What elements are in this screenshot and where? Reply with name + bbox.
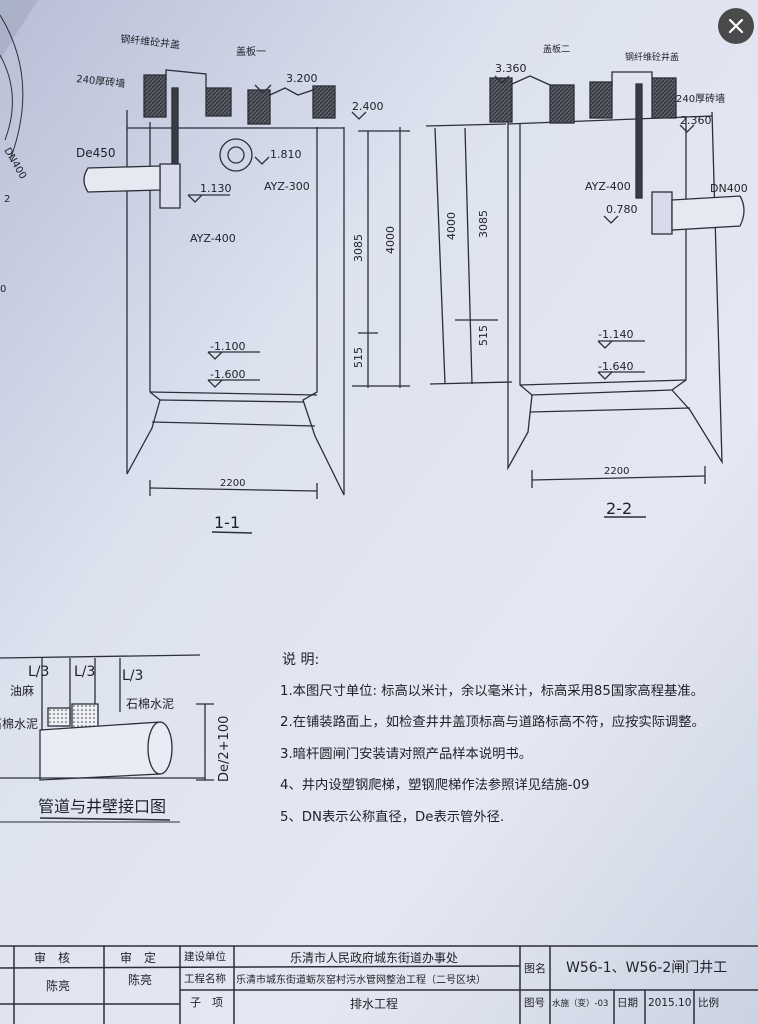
tb-scale-label: 比例 — [698, 996, 719, 1009]
label-pipe-in: De450 — [76, 146, 116, 160]
tb-drawing-name-label: 图名 — [524, 961, 546, 975]
cover-block — [205, 87, 232, 117]
joint-detail — [0, 654, 214, 823]
pipe-dn400 — [671, 195, 745, 231]
cover-block — [143, 74, 167, 118]
left-wall — [126, 110, 161, 475]
cover-block — [489, 77, 513, 123]
tb-drawing-name: W56-1、W56-2闸门井工 — [566, 960, 727, 976]
dim-2200-2: 2200 — [604, 466, 629, 477]
valve-rod — [635, 83, 643, 199]
tb-approve-label: 审 定 — [120, 950, 156, 965]
elev-4: 1.130 — [200, 182, 232, 195]
label-pipe-2: DN400 — [710, 182, 748, 195]
margin-arc — [0, 14, 24, 161]
paper-shadow-left — [0, 0, 38, 60]
note-4: 4、井内设塑钢爬梯，塑钢爬梯作法参照详见结施-09 — [280, 776, 589, 793]
label-plate-1: 盖板一 — [236, 45, 266, 58]
dim-4000: 4000 — [384, 226, 397, 254]
tb-project: 乐清市城东街道蛎灰窑村污水管网整治工程（二号区块） — [236, 973, 486, 986]
tb-date-label: 日期 — [617, 997, 638, 1009]
joint-dim: De/2+100 — [217, 716, 232, 782]
dim-515-2: 515 — [477, 325, 490, 346]
label-valve-2: AYZ-400 — [585, 180, 631, 193]
label-valve-lower: AYZ-400 — [190, 232, 236, 245]
close-button[interactable] — [718, 8, 754, 44]
tb-review-label: 审 核 — [34, 950, 70, 965]
tb-approve-name: 陈亮 — [128, 972, 152, 987]
dim-3085: 3085 — [352, 234, 365, 262]
joint-asbestos-left: 石棉水泥 — [0, 717, 38, 731]
joint-l3-2: L/3 — [74, 664, 95, 680]
section-title-1-1: 1-1 — [214, 513, 240, 532]
label-plate-2: 盖板二 — [543, 43, 570, 55]
elev-1: 3.200 — [286, 72, 318, 85]
margin-arc-2 — [0, 54, 13, 141]
tb-client-label: 建设单位 — [184, 950, 226, 963]
elev-2-5: -1.640 — [598, 360, 633, 373]
title-block-grid — [0, 945, 758, 1024]
margin-0: 0 — [0, 284, 6, 295]
label-cover-2: 钢纤维砼井盖 — [625, 51, 679, 63]
label-wall-2: 240厚砖墙 — [676, 92, 725, 105]
tb-client: 乐清市人民政府城东街道办事处 — [290, 950, 458, 965]
joint-title: 管道与井壁接口图 — [38, 797, 166, 816]
cover-block — [312, 85, 336, 119]
elev-3: 1.810 — [270, 148, 302, 161]
cover-block — [549, 84, 575, 124]
section-1-1 — [83, 69, 410, 534]
elev-2-1: 3.360 — [495, 62, 527, 75]
valve-ayz-300 — [219, 138, 253, 172]
notes-heading: 说 明: — [282, 652, 319, 668]
dim-4000-2: 4000 — [445, 212, 458, 240]
cover-block — [589, 81, 613, 119]
tb-sub-label: 子 项 — [190, 996, 223, 1009]
left-wall — [507, 112, 533, 471]
pipe-de450 — [83, 165, 161, 193]
note-1: 1.本图尺寸单位: 标高以米计，余以毫米计，标高采用85国家高程基准。 — [280, 682, 704, 699]
label-valve-upper: AYZ-300 — [264, 180, 310, 193]
note-2: 2.在铺装路面上，如检查井井盖顶标高与道路标高不符，应按实际调整。 — [280, 713, 705, 730]
margin-2: 2 — [4, 194, 10, 205]
tb-drawing-no-label: 图号 — [524, 997, 545, 1009]
note-5: 5、DN表示公称直径，De表示管外径. — [280, 809, 504, 825]
elev-2: 2.400 — [352, 100, 384, 113]
cover-block — [651, 77, 677, 119]
elev-2-2: 2.360 — [680, 114, 712, 127]
note-3: 3.暗杆圆闸门安装请对照产品样本说明书。 — [280, 746, 532, 762]
cover-block — [247, 89, 271, 125]
elev-5: -1.100 — [210, 340, 245, 353]
joint-l3-1: L/3 — [28, 664, 49, 680]
section-2-2 — [425, 71, 745, 518]
dim-515: 515 — [352, 347, 365, 368]
close-icon — [728, 18, 744, 34]
tb-drawing-no: 水施（变）-03 — [552, 998, 608, 1009]
tb-project-label: 工程名称 — [184, 972, 226, 985]
oakum-packing — [47, 707, 71, 727]
joint-asbestos-right: 石棉水泥 — [126, 697, 174, 711]
elev-2-3: 0.780 — [606, 203, 638, 216]
dim-2200-1: 2200 — [220, 478, 245, 489]
right-wall — [302, 127, 345, 496]
elev-2-4: -1.140 — [598, 328, 633, 341]
right-wall — [671, 111, 723, 465]
joint-l3-3: L/3 — [122, 668, 143, 684]
tb-date: 2015.10 — [648, 997, 691, 1009]
section-title-2-2: 2-2 — [606, 499, 632, 518]
dim-3085-2: 3085 — [477, 210, 490, 238]
tb-sub: 排水工程 — [350, 996, 398, 1011]
tb-review-name: 陈亮 — [46, 978, 70, 993]
joint-oakum: 油麻 — [10, 683, 34, 698]
elev-6: -1.600 — [210, 368, 245, 381]
